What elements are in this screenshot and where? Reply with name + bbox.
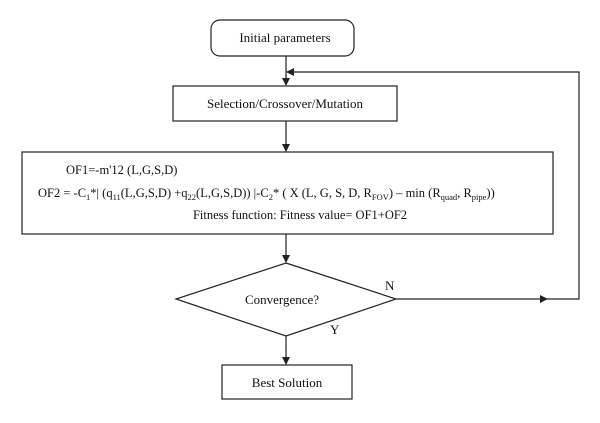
- fitness-line-2: OF2 = -C1*| (q11(L,G,S,D) +q22(L,G,S,D))…: [38, 186, 495, 202]
- ga-label: Selection/Crossover/Mutation: [207, 96, 363, 111]
- loop-back-line: [286, 68, 580, 300]
- no-edge-label: N: [385, 278, 395, 293]
- fitness-box: [21, 151, 554, 235]
- start-label: Initial parameters: [239, 30, 331, 45]
- fitness-line-3: Fitness function: Fitness value= OF1+OF2: [192, 208, 408, 222]
- end-label: Best Solution: [251, 375, 323, 390]
- yes-edge-label: Y: [330, 322, 340, 337]
- end-box: [221, 364, 353, 400]
- fitness-line-1: OF1=-m'12 (L,G,S,D): [66, 163, 178, 177]
- start-box: [210, 19, 355, 57]
- decision-label: Convergence?: [244, 292, 320, 307]
- ga-box: [172, 85, 398, 122]
